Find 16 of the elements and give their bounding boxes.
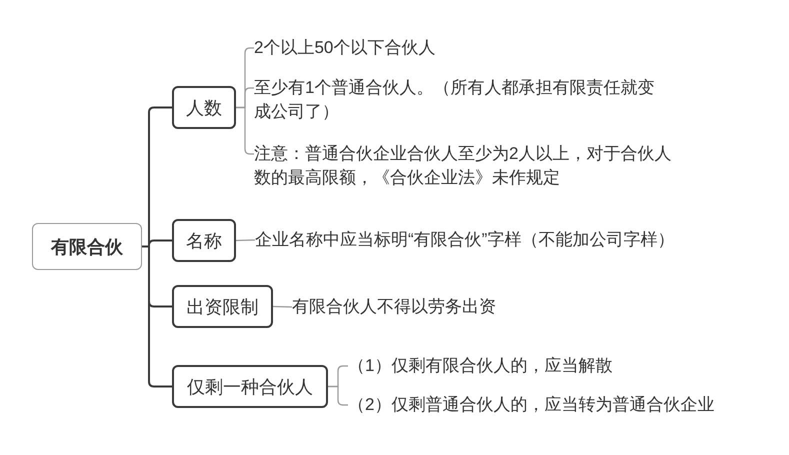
note-text: 注意：普通合伙企业合伙人至少为2人以上，对于合伙人数的最高限额，《合伙企业法》未作规定 — [254, 143, 672, 189]
topic-box: 名称 — [172, 219, 236, 262]
root-topic-box: 有限合伙 — [32, 223, 142, 270]
connector-line — [236, 239, 256, 242]
note-text: （2）仅剩普通合伙人的，应当转为普通合伙企业 — [348, 394, 716, 416]
note-text: 有限合伙人不得以劳务出资 — [292, 296, 497, 318]
note-text: 2个以上50个以下合伙人 — [254, 37, 436, 59]
note-text: （1）仅剩有限合伙人的，应当解散 — [348, 355, 614, 377]
topic-box: 出资限制 — [172, 285, 273, 328]
note-text: 至少有1个普通合伙人。（所有人都承担有限责任就变成公司了） — [254, 77, 656, 123]
connector-line — [272, 306, 292, 308]
note-text: 企业名称中应当标明“有限合伙”字样（不能加公司字样） — [255, 229, 676, 251]
connector-line — [328, 386, 348, 406]
topic-box: 人数 — [172, 86, 236, 129]
connector-line — [142, 246, 172, 388]
topic-box: 仅剩一种合伙人 — [172, 365, 328, 408]
